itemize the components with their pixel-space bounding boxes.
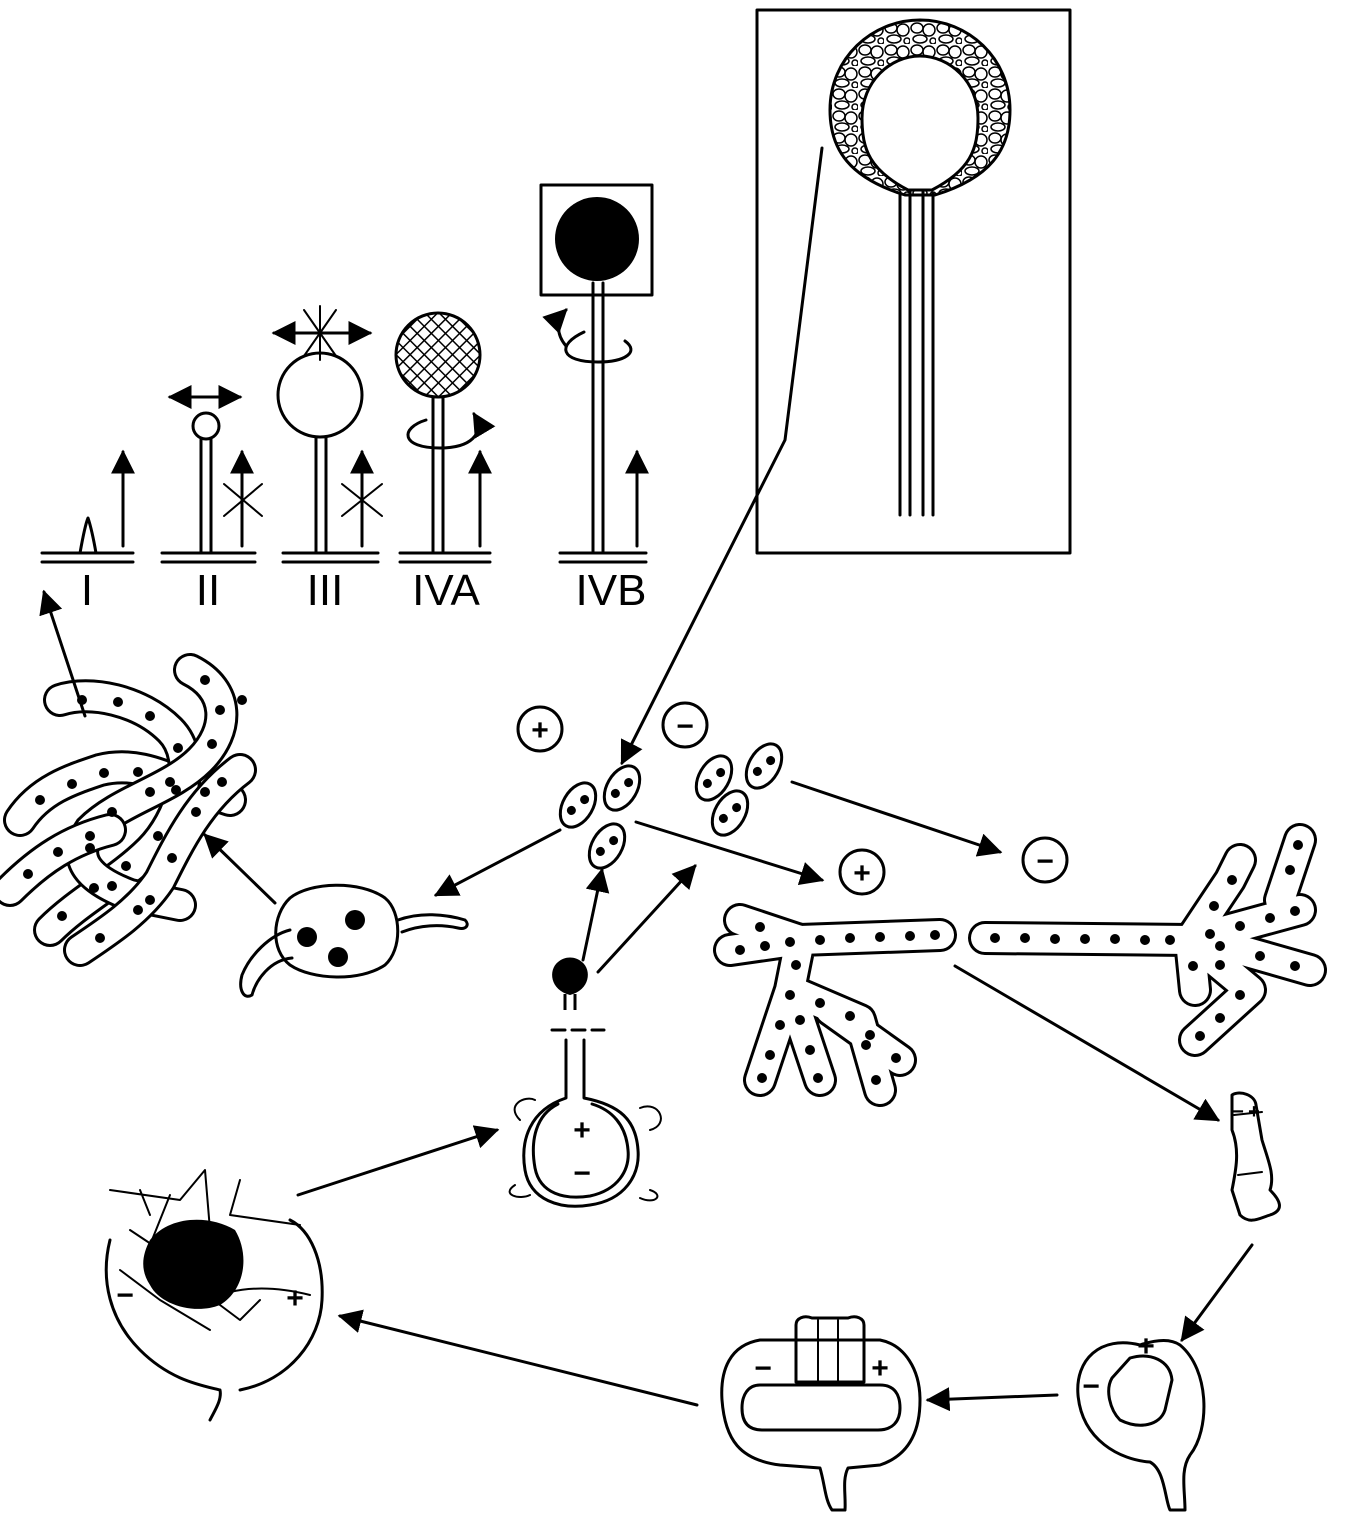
svg-text:+: + (871, 1352, 889, 1385)
stage-label-iva: IVA (412, 566, 480, 615)
stage-i: I (42, 452, 133, 615)
svg-text:−: − (676, 710, 694, 743)
young-zygospore: − + (722, 1317, 920, 1510)
stage-label-ii: II (196, 566, 220, 615)
svg-text:+: + (1248, 1101, 1260, 1123)
stage-label-ivb: IVB (576, 566, 647, 615)
svg-text:−: − (1232, 1101, 1244, 1123)
gametangia-contact: − + (1232, 1093, 1279, 1220)
stage-label-iii: III (307, 566, 344, 615)
stage-iii: III (274, 306, 382, 615)
stage-iva: IVA (396, 313, 490, 615)
mating-type-minus-symbol-2: − (1023, 838, 1067, 882)
progametangia: + − (1078, 1330, 1204, 1510)
svg-text:−: − (1036, 845, 1054, 878)
mating-type-plus-symbol: + (518, 707, 562, 751)
mating-type-plus-symbol-2: + (840, 850, 884, 894)
spores-plus (553, 760, 647, 875)
svg-text:+: + (531, 714, 549, 747)
svg-text:+: + (573, 1114, 591, 1147)
svg-text:−: − (1082, 1370, 1100, 1403)
svg-text:−: − (573, 1157, 591, 1190)
stage-ii: II (162, 397, 262, 615)
mycelium-plus (730, 920, 940, 1090)
stage-label-i: I (81, 566, 93, 615)
svg-text:+: + (853, 857, 871, 890)
mating-type-minus-symbol: − (663, 703, 707, 747)
germinating-zygospore: + − (510, 958, 661, 1207)
spores-minus (689, 738, 789, 842)
svg-text:+: + (1137, 1330, 1155, 1363)
mature-zygospore: − + (106, 1170, 322, 1420)
stage-ivb: IVB (541, 185, 652, 615)
svg-text:−: − (116, 1279, 134, 1312)
tangled-mycelium (10, 670, 247, 950)
svg-text:+: + (286, 1282, 304, 1315)
svg-text:−: − (754, 1352, 772, 1385)
